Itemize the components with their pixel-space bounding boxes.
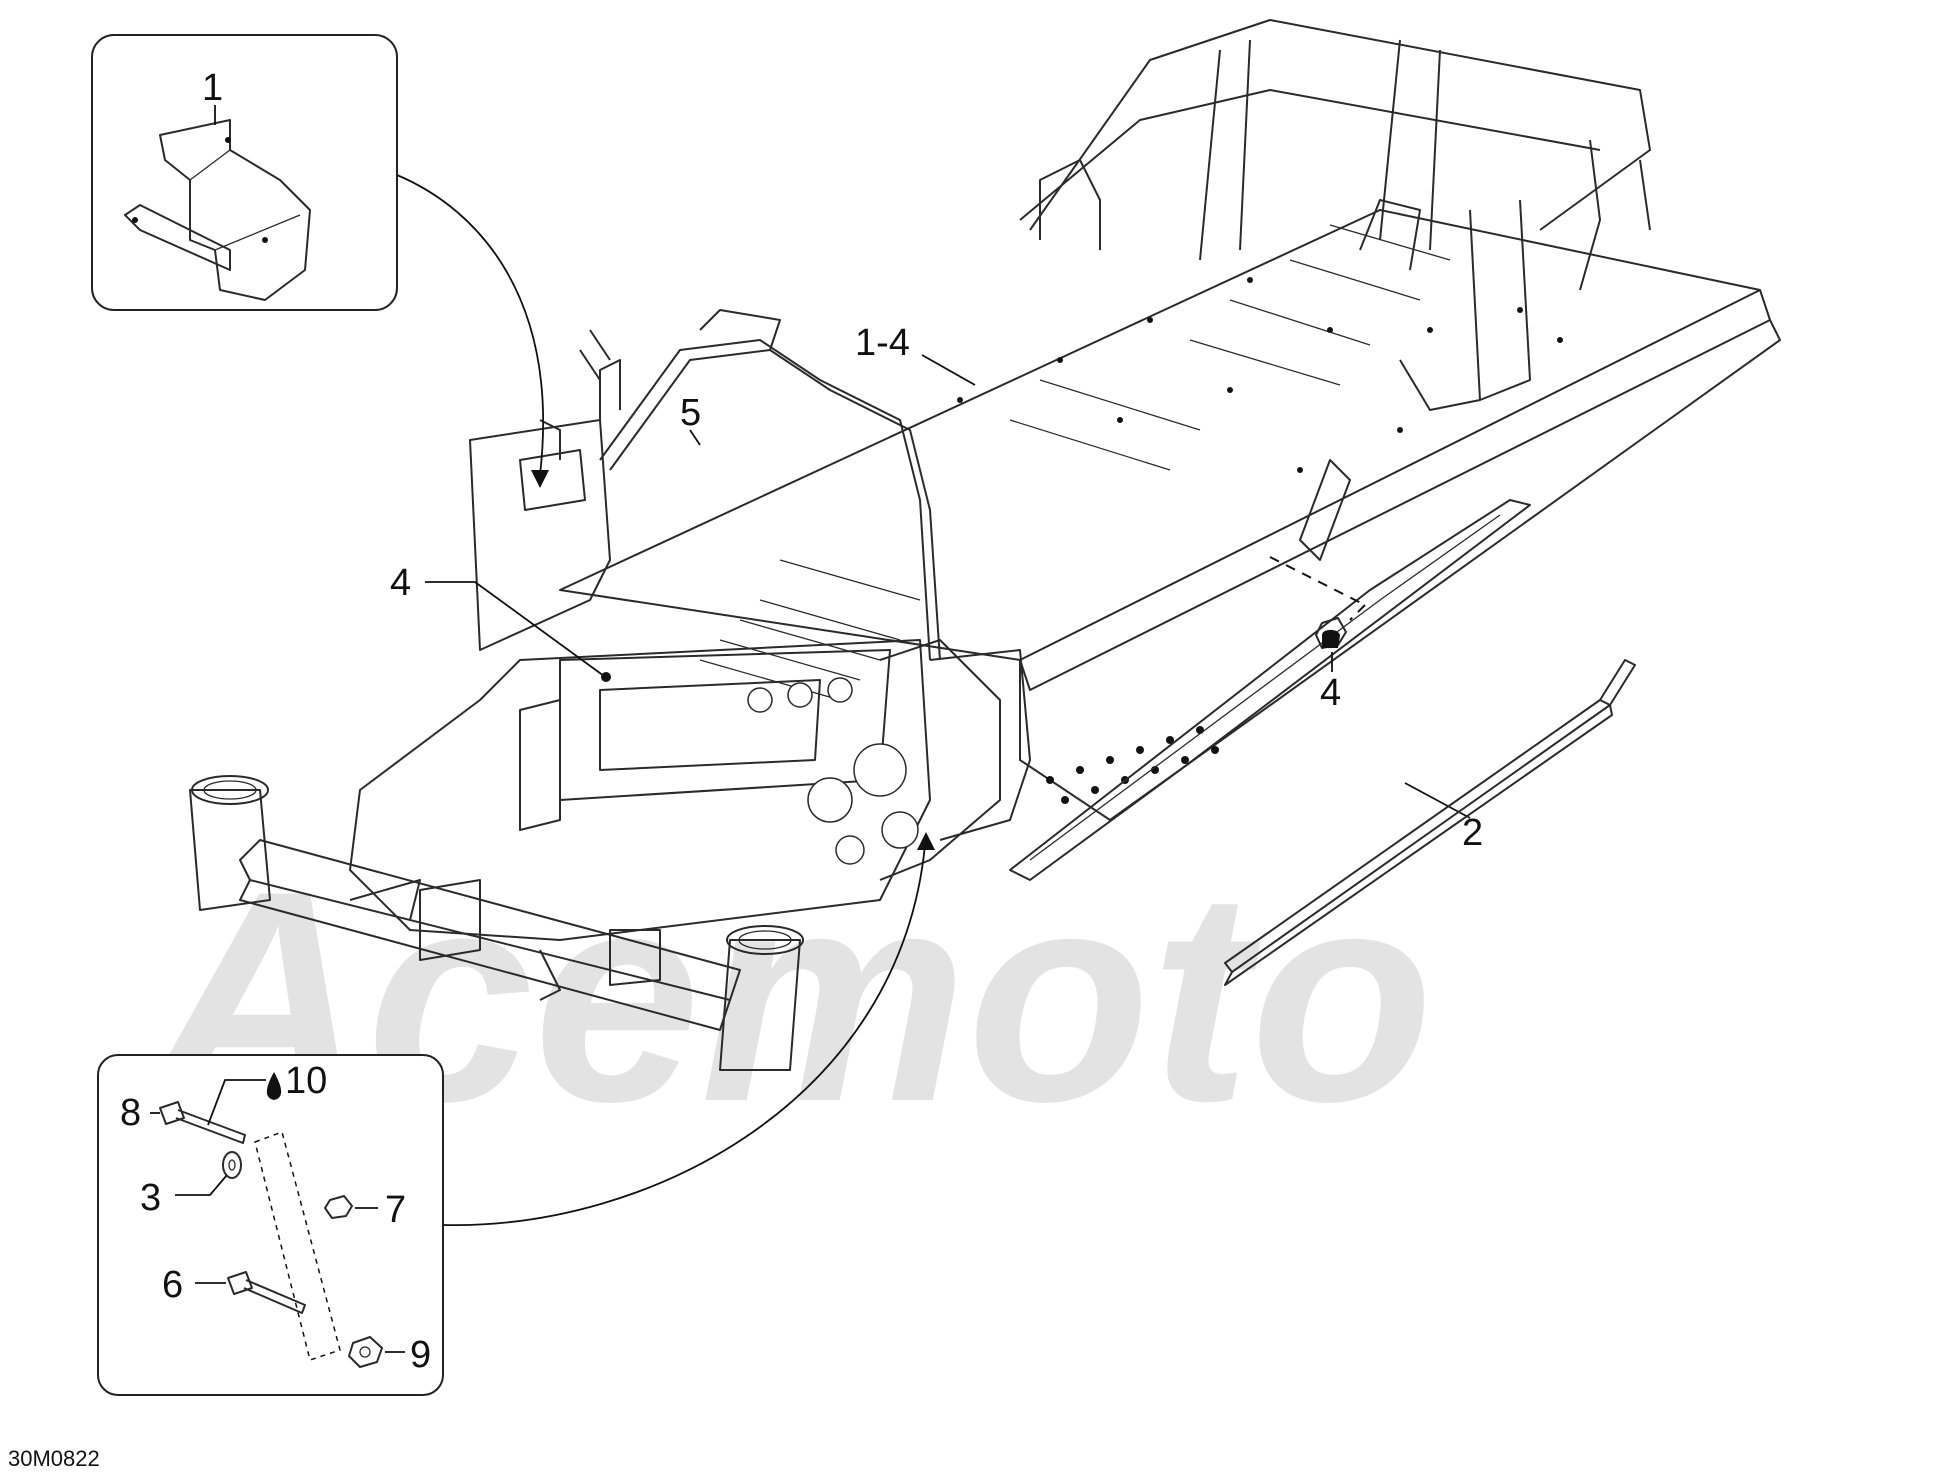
callout-washer: 3 [140, 1177, 161, 1219]
callout-bracket: 1 [202, 67, 223, 109]
callout-bolt-short: 6 [162, 1264, 183, 1306]
drawing-code: 30M0822 [8, 1446, 100, 1471]
callout-bolt-long: 8 [120, 1092, 141, 1134]
callout-right-plug: 4 [1320, 672, 1341, 714]
callout-front-bar: 5 [680, 392, 701, 434]
callout-main-assembly: 1-4 [855, 322, 910, 364]
runner-part [1224, 659, 1636, 986]
sled-frame-illustration [189, 19, 1781, 1071]
bracket-inset [91, 34, 398, 311]
callout-nut-flange: 9 [410, 1334, 431, 1376]
callout-loctite: 10 [285, 1060, 327, 1102]
callout-runner: 2 [1462, 812, 1483, 854]
callout-left-plug: 4 [390, 562, 411, 604]
callout-nut-small: 7 [385, 1189, 406, 1231]
